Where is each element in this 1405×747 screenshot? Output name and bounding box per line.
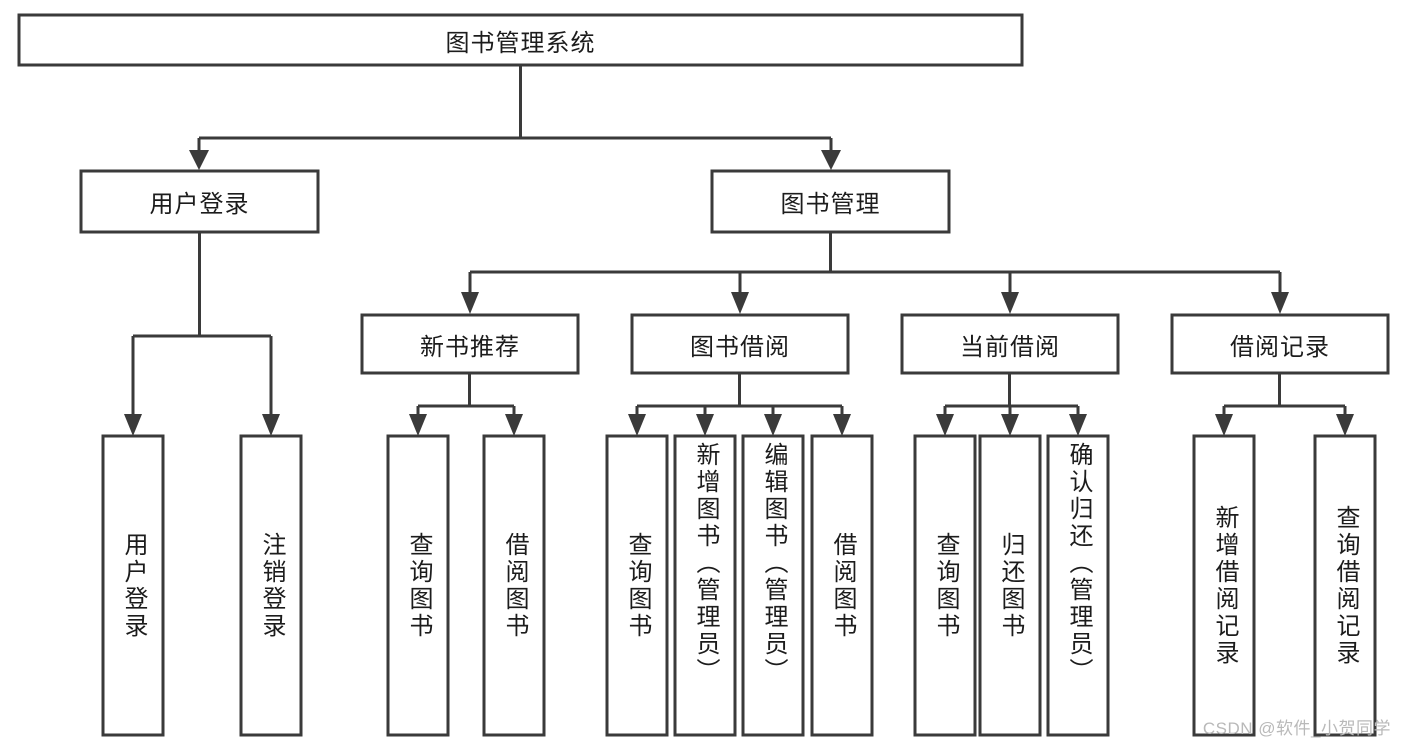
leaf-box-br-query-record[interactable] — [1313, 434, 1377, 737]
arrow-head-br-leaf-1 — [1215, 414, 1233, 436]
node-root-box[interactable] — [17, 13, 1024, 67]
arrow-head-bb-leaf-2 — [696, 414, 714, 436]
arrow-head-bb-leaf-1 — [628, 414, 646, 436]
arrow-head-book-borrow — [731, 292, 749, 314]
leaf-box-user-login[interactable] — [101, 434, 165, 737]
arrow-head-cb-leaf-2 — [1001, 414, 1019, 436]
leaf-box-cb-return-book[interactable] — [978, 434, 1042, 737]
arrow-head-bb-leaf-4 — [833, 414, 851, 436]
leaf-box-br-add-record[interactable] — [1192, 434, 1256, 737]
node-new-book-recommend-box[interactable] — [360, 313, 580, 375]
node-user-login-box[interactable] — [79, 169, 320, 234]
arrow-head-nb-leaf-2 — [505, 414, 523, 436]
arrow-head-new-book — [461, 292, 479, 314]
node-book-manage-box[interactable] — [710, 169, 951, 234]
leaf-box-bb-borrow-book[interactable] — [810, 434, 874, 737]
leaf-box-cb-query-book[interactable] — [913, 434, 977, 737]
leaf-box-bb-edit-book[interactable] — [741, 434, 805, 737]
leaf-box-bb-add-book[interactable] — [673, 434, 737, 737]
node-current-borrow-box[interactable] — [900, 313, 1120, 375]
arrow-head-leaf-user-login — [124, 414, 142, 436]
arrow-head-user-login — [189, 150, 209, 170]
arrow-head-leaf-logout — [262, 414, 280, 436]
leaf-box-bb-query-book[interactable] — [605, 434, 669, 737]
arrow-head-book-manage — [821, 150, 841, 170]
node-borrow-record-box[interactable] — [1170, 313, 1390, 375]
node-book-borrow-box[interactable] — [630, 313, 850, 375]
arrow-head-cb-leaf-1 — [936, 414, 954, 436]
leaf-box-logout[interactable] — [239, 434, 303, 737]
arrow-head-nb-leaf-1 — [409, 414, 427, 436]
arrow-head-borrow-record — [1271, 292, 1289, 314]
arrow-head-bb-leaf-3 — [764, 414, 782, 436]
arrow-head-current-borrow — [1001, 292, 1019, 314]
leaf-box-nb-query-book[interactable] — [386, 434, 450, 737]
leaf-box-nb-borrow-book[interactable] — [482, 434, 546, 737]
arrow-head-br-leaf-2 — [1336, 414, 1354, 436]
arrow-head-cb-leaf-3 — [1069, 414, 1087, 436]
leaf-box-cb-confirm-return[interactable] — [1046, 434, 1110, 737]
